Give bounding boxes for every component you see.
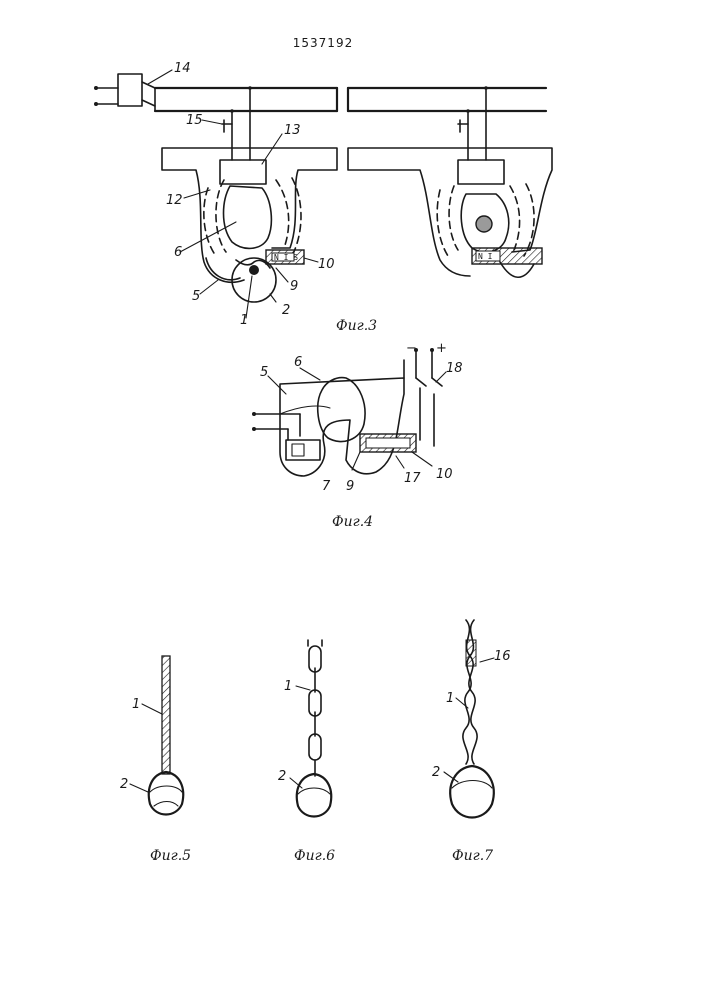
label-2: 2 [282, 303, 290, 318]
svg-text:N I S: N I S [274, 253, 298, 262]
terminal-minus: − [406, 341, 417, 356]
label-1: 1 [240, 313, 248, 328]
twisted-rope-1 [463, 620, 477, 764]
switch-14 [94, 74, 155, 110]
rod-1 [162, 656, 170, 774]
trolley-right: N I [348, 86, 552, 277]
label-2-fig5: 2 [120, 777, 128, 792]
terminal-plus: + [436, 341, 447, 356]
label-1-fig5: 1 [132, 697, 140, 712]
document-number: 1537192 [293, 36, 353, 50]
label-10-fig4: 10 [436, 467, 453, 482]
label-10: 10 [318, 257, 335, 272]
frame-5 [280, 378, 404, 476]
label-18: 18 [446, 361, 463, 376]
label-2-fig6: 2 [278, 769, 286, 784]
hook-6-fig4 [318, 378, 365, 442]
label-5: 5 [192, 289, 200, 304]
label-9-fig4: 9 [346, 479, 354, 494]
figure-3-caption: Фиг.3 [336, 318, 377, 334]
pin-1 [249, 265, 259, 275]
figure-7-caption: Фиг.7 [452, 848, 493, 864]
frame-beam [162, 148, 337, 282]
sleeve-16 [466, 640, 476, 666]
label-13: 13 [284, 123, 301, 138]
figure-4-caption: Фиг.4 [332, 514, 373, 530]
weight-2-fig6 [297, 774, 331, 817]
chain-1 [308, 640, 322, 776]
figure-3: N I S N I [94, 61, 552, 334]
figure-7: 16 1 2 Фиг.7 [432, 620, 511, 864]
label-6: 6 [174, 245, 182, 260]
weight-2 [149, 772, 183, 815]
component-box [286, 440, 320, 460]
label-1-fig7: 1 [446, 691, 454, 706]
label-16: 16 [494, 649, 511, 664]
label-12: 12 [166, 193, 183, 208]
figure-5-caption: Фиг.5 [150, 848, 191, 864]
label-17: 17 [404, 471, 421, 486]
figure-6-caption: Фиг.6 [294, 848, 335, 864]
controller-13 [220, 160, 266, 184]
hook-6 [224, 186, 272, 248]
svg-text:N I: N I [478, 252, 493, 261]
label-14: 14 [174, 61, 191, 76]
weight-2-fig7 [450, 766, 494, 818]
label-6-fig4: 6 [294, 355, 302, 370]
figure-6: 1 2 Фиг.6 [278, 640, 335, 864]
figure-4: − + 6 5 18 7 9 17 10 Фиг.4 [252, 341, 463, 530]
figure-5: 1 2 Фиг.5 [120, 656, 191, 864]
label-5-fig4: 5 [260, 365, 268, 380]
label-1-fig6: 1 [284, 679, 292, 694]
label-2-fig7: 2 [432, 765, 440, 780]
label-9: 9 [290, 279, 298, 294]
label-7: 7 [322, 479, 331, 494]
magnetic-core-12 [204, 178, 301, 256]
label-15: 15 [186, 113, 203, 128]
